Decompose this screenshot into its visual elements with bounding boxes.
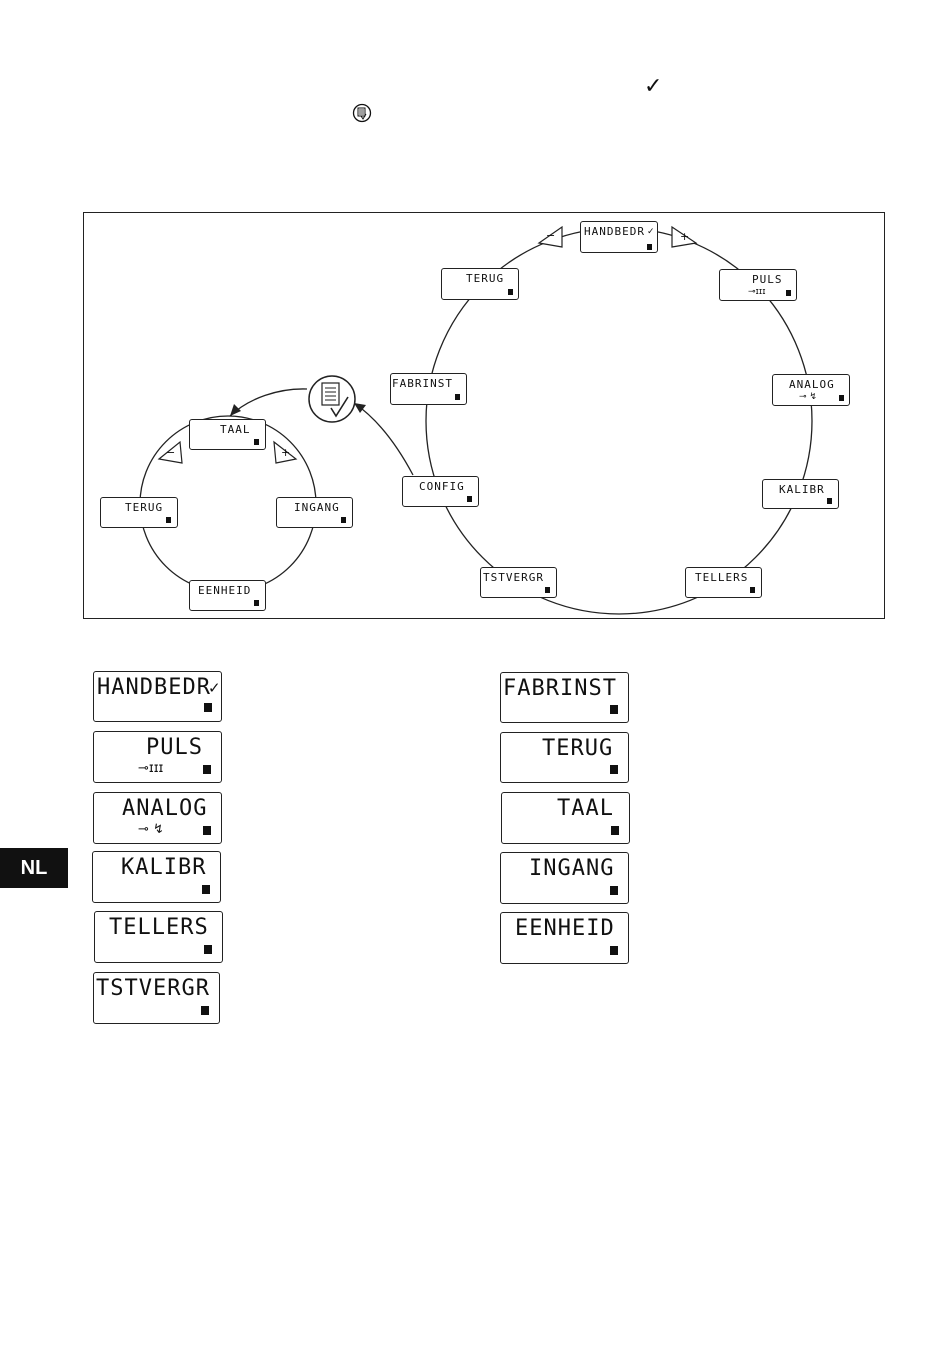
lcd-puls: PULS ⊸ɪɪɪ [719,269,797,301]
lcd-taal: TAAL [189,419,266,450]
lcd-terug-config: TERUG [100,497,178,528]
legend-lcd-fabrinst: FABRINST [500,672,629,723]
legend-lcd-terug: TERUG [500,732,629,783]
analog-input-icon: ⊸ ↯ [138,822,164,837]
legend-lcd-eenheid: EENHEID [500,912,629,964]
legend-lcd-puls: PULS ⊸ɪɪɪ [93,731,222,783]
pulse-input-icon: ⊸ɪɪɪ [748,287,766,297]
menu-confirm-icon [309,376,355,422]
lcd-tstvergr: TSTVERGR [480,567,557,598]
legend-lcd-taal: TAAL [501,792,630,844]
minus-label-config: − [166,446,175,459]
lcd-handbedr: HANDBEDR ✓ [580,221,658,253]
analog-input-icon: ⊸ ↯ [799,392,817,402]
legend-lcd-ingang: INGANG [500,852,629,904]
lcd-tellers: TELLERS [685,567,762,598]
lcd-fabrinst: FABRINST [390,373,467,405]
lcd-ingang: INGANG [276,497,353,528]
check-icon: ✓ [644,76,662,98]
minus-label-main: − [546,229,555,242]
lcd-terug-main: TERUG [441,268,519,300]
lcd-eenheid: EENHEID [189,580,266,611]
check-icon: ✓ [208,679,221,697]
pulse-input-icon: ⊸ɪɪɪ [138,761,163,776]
legend-lcd-analog: ANALOG ⊸ ↯ [93,792,222,844]
plus-label-main: + [680,230,689,243]
check-icon: ✓ [647,227,655,237]
legend-lcd-tstvergr: TSTVERGR [93,972,220,1024]
menu-icon [352,103,372,123]
menu-diagram: − + − + HANDBEDR ✓ PULS ⊸ɪɪɪ ANALOG ⊸ ↯ … [83,212,885,619]
legend-lcd-tellers: TELLERS [94,911,223,963]
lcd-analog: ANALOG ⊸ ↯ [772,374,850,406]
lcd-config: CONFIG [402,476,479,507]
legend-lcd-kalibr: KALIBR [92,851,221,903]
plus-label-config: + [281,446,290,459]
language-tab: NL [0,848,68,888]
legend-lcd-handbedr: HANDBEDR ✓ [93,671,222,722]
lcd-kalibr: KALIBR [762,479,839,509]
